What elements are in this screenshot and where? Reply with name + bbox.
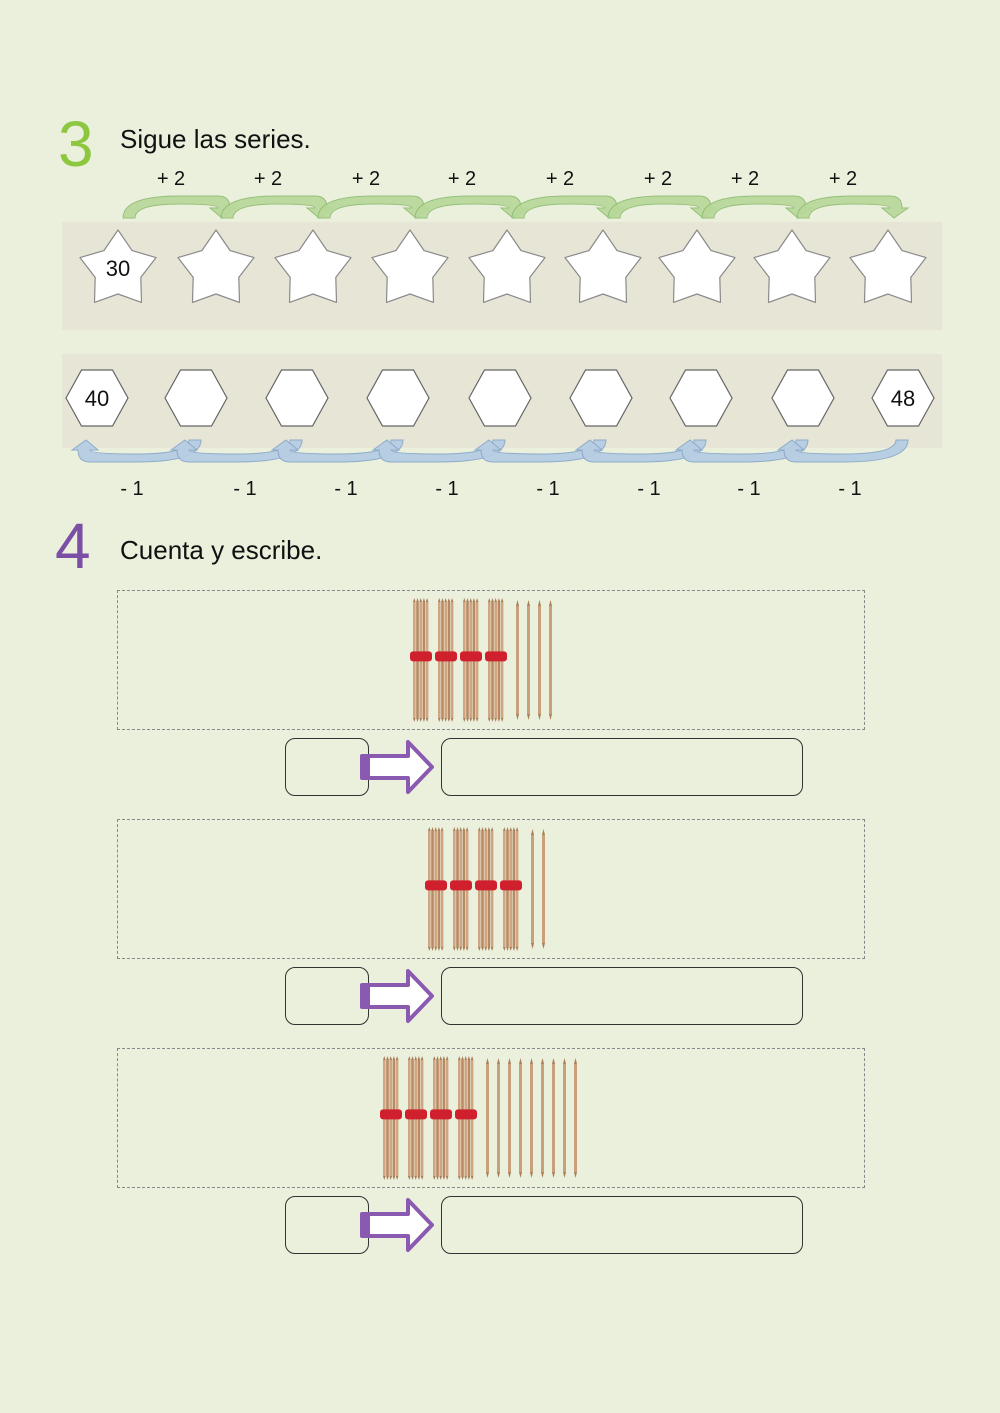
right-arrow-icon bbox=[360, 1198, 434, 1252]
series-1-operator: + 2 bbox=[643, 168, 673, 190]
stick-bundle-icon bbox=[405, 1056, 427, 1180]
series-1-answer-input[interactable] bbox=[864, 254, 916, 286]
single-stick-icon bbox=[527, 600, 530, 720]
stick-bundle-icon bbox=[410, 598, 432, 722]
single-stick-icon bbox=[563, 1058, 566, 1178]
single-stick-icon bbox=[552, 1058, 555, 1178]
blue-curved-arrow-icon bbox=[473, 439, 607, 463]
blue-curved-arrow-icon bbox=[674, 439, 809, 463]
series-2-answer-input[interactable] bbox=[779, 384, 831, 416]
stick-bundle-icon bbox=[455, 1056, 477, 1180]
single-stick-icon bbox=[486, 1058, 489, 1178]
series-2-answer-input[interactable] bbox=[273, 384, 325, 416]
number-answer-input[interactable] bbox=[285, 738, 369, 796]
single-stick-icon bbox=[574, 1058, 577, 1178]
blue-curved-arrow-icon bbox=[70, 439, 202, 463]
series-2-operator: - 1 bbox=[838, 478, 862, 500]
hexagon-shape bbox=[871, 369, 935, 427]
word-answer-input[interactable] bbox=[441, 967, 803, 1025]
series-2-operator: - 1 bbox=[637, 478, 661, 500]
series-1-operator: + 2 bbox=[730, 168, 760, 190]
series-1-operator: + 2 bbox=[447, 168, 477, 190]
series-2-operator: - 1 bbox=[233, 478, 257, 500]
stick-bundle-icon bbox=[500, 827, 522, 951]
stick-bundle-icon bbox=[485, 598, 507, 722]
single-stick-icon bbox=[541, 1058, 544, 1178]
series-2-operator: - 1 bbox=[737, 478, 761, 500]
star-shape bbox=[79, 229, 157, 303]
count-frame bbox=[117, 1048, 865, 1188]
stick-bundle-icon bbox=[450, 827, 472, 951]
series-2-operator: - 1 bbox=[120, 478, 144, 500]
series-1-answer-input[interactable] bbox=[483, 254, 535, 286]
blue-curved-arrow-icon bbox=[574, 439, 707, 463]
hexagon-shape bbox=[65, 369, 129, 427]
series-1-answer-input[interactable] bbox=[768, 254, 820, 286]
series-1-answer-input[interactable] bbox=[579, 254, 631, 286]
section-4-title: Cuenta y escribe. bbox=[120, 535, 323, 565]
series-2-operator: - 1 bbox=[334, 478, 358, 500]
series-1-answer-input[interactable] bbox=[192, 254, 244, 286]
series-2-answer-input[interactable] bbox=[374, 384, 426, 416]
series-1-operator: + 2 bbox=[351, 168, 381, 190]
single-stick-icon bbox=[497, 1058, 500, 1178]
stick-bundle-icon bbox=[430, 1056, 452, 1180]
single-stick-icon bbox=[549, 600, 552, 720]
green-curved-arrows-icon bbox=[122, 195, 910, 219]
single-stick-icon bbox=[516, 600, 519, 720]
blue-curved-arrow-icon bbox=[270, 439, 404, 463]
series-1-answer-input[interactable] bbox=[386, 254, 438, 286]
single-stick-icon bbox=[531, 829, 534, 949]
series-2-answer-input[interactable] bbox=[172, 384, 224, 416]
sticks-illustration bbox=[380, 1056, 577, 1180]
sticks-illustration bbox=[425, 827, 545, 951]
series-1-operator: + 2 bbox=[828, 168, 858, 190]
series-1-answer-input[interactable] bbox=[673, 254, 725, 286]
section-3-number: 3 bbox=[58, 108, 94, 180]
word-answer-input[interactable] bbox=[441, 1196, 803, 1254]
series-2-operator: - 1 bbox=[435, 478, 459, 500]
stick-bundle-icon bbox=[380, 1056, 402, 1180]
right-arrow-icon bbox=[360, 969, 434, 1023]
right-arrow-icon bbox=[360, 740, 434, 794]
series-2-operator: - 1 bbox=[536, 478, 560, 500]
number-answer-input[interactable] bbox=[285, 1196, 369, 1254]
section-3-title: Sigue las series. bbox=[120, 124, 311, 154]
number-answer-input[interactable] bbox=[285, 967, 369, 1025]
single-stick-icon bbox=[519, 1058, 522, 1178]
single-stick-icon bbox=[538, 600, 541, 720]
stick-bundle-icon bbox=[435, 598, 457, 722]
green-curved-arrow-icon bbox=[796, 195, 910, 219]
count-frame bbox=[117, 590, 865, 730]
stick-bundle-icon bbox=[475, 827, 497, 951]
word-answer-input[interactable] bbox=[441, 738, 803, 796]
series-2-answer-input[interactable] bbox=[476, 384, 528, 416]
blue-curved-arrow-icon bbox=[776, 439, 909, 463]
single-stick-icon bbox=[530, 1058, 533, 1178]
section-4-number: 4 bbox=[55, 510, 91, 582]
series-1-answer-input[interactable] bbox=[289, 254, 341, 286]
series-1-operator: + 2 bbox=[253, 168, 283, 190]
blue-curved-arrow-icon bbox=[169, 439, 303, 463]
series-2-answer-input[interactable] bbox=[677, 384, 729, 416]
stick-bundle-icon bbox=[425, 827, 447, 951]
series-2-answer-input[interactable] bbox=[577, 384, 629, 416]
single-stick-icon bbox=[508, 1058, 511, 1178]
stick-bundle-icon bbox=[460, 598, 482, 722]
blue-curved-arrow-icon bbox=[371, 439, 506, 463]
sticks-illustration bbox=[410, 598, 552, 722]
count-frame bbox=[117, 819, 865, 959]
series-1-operator: + 2 bbox=[545, 168, 575, 190]
single-stick-icon bbox=[542, 829, 545, 949]
series-1-operator: + 2 bbox=[156, 168, 186, 190]
